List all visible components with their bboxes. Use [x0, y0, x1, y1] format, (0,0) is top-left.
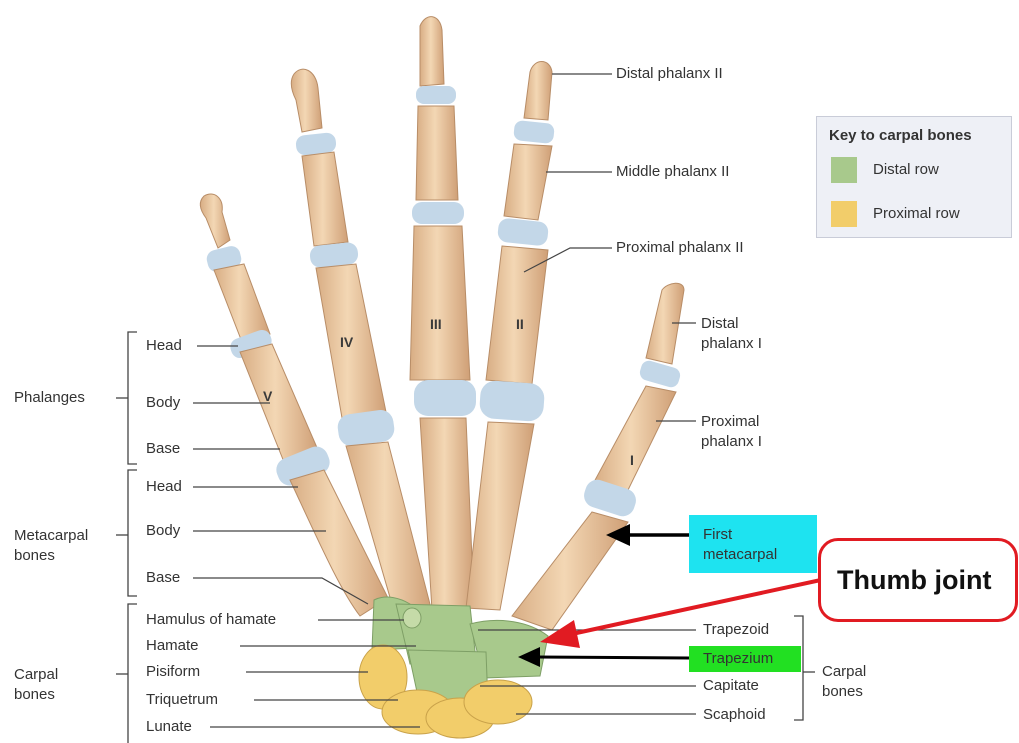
left-brackets — [116, 332, 137, 743]
label-trapezoid: Trapezoid — [703, 621, 769, 639]
key-label-distal-row: Distal row — [873, 161, 939, 178]
label-first-metacarpal: First metacarpal — [703, 525, 803, 565]
label-proximal-phalanx-ii: Proximal phalanx II — [616, 239, 744, 257]
digit-label-i: I — [630, 452, 634, 468]
label-proximal-phalanx-i: Proximal phalanx I — [701, 412, 791, 452]
label-metacarpal-body: Body — [146, 522, 180, 540]
label-trapezium: Trapezium — [703, 650, 773, 668]
label-distal-phalanx-i: Distal phalanx I — [701, 314, 791, 354]
key-swatch-proximal-row — [831, 201, 857, 227]
label-distal-phalanx-ii: Distal phalanx II — [616, 65, 723, 83]
label-triquetrum: Triquetrum — [146, 691, 218, 709]
thumb-joint-callout: Thumb joint — [818, 538, 1018, 622]
label-hamate: Hamate — [146, 637, 199, 655]
digit-ii-bones — [466, 62, 555, 611]
label-middle-phalanx-ii: Middle phalanx II — [616, 163, 729, 181]
digit-label-iii: III — [430, 316, 442, 332]
label-capitate: Capitate — [703, 677, 759, 695]
label-metacarpal-bones: Metacarpal bones — [14, 526, 114, 566]
thumb-joint-text: Thumb joint — [837, 565, 991, 596]
label-carpal-bones-right: Carpal bones — [822, 662, 892, 702]
label-carpal-bones-left: Carpal bones — [14, 665, 74, 705]
label-metacarpal-base: Base — [146, 569, 180, 587]
key-label-proximal-row: Proximal row — [873, 205, 960, 222]
label-hamulus-of-hamate: Hamulus of hamate — [146, 611, 276, 629]
digit-label-v: V — [263, 388, 272, 404]
label-phalanges: Phalanges — [14, 389, 85, 407]
digit-label-iv: IV — [340, 334, 353, 350]
label-pisiform: Pisiform — [146, 663, 200, 681]
label-phalanx-base: Base — [146, 440, 180, 458]
key-title: Key to carpal bones — [829, 127, 972, 144]
label-phalanx-body: Body — [146, 394, 180, 412]
label-lunate: Lunate — [146, 718, 192, 736]
label-metacarpal-head: Head — [146, 478, 182, 496]
digit-iii-bones — [410, 17, 476, 610]
key-swatch-distal-row — [831, 157, 857, 183]
label-scaphoid: Scaphoid — [703, 706, 766, 724]
thumb-joint-arrow — [540, 578, 830, 648]
carpal-key-legend: Key to carpal bones Distal row Proximal … — [816, 116, 1012, 238]
label-phalanx-head: Head — [146, 337, 182, 355]
digit-label-ii: II — [516, 316, 524, 332]
